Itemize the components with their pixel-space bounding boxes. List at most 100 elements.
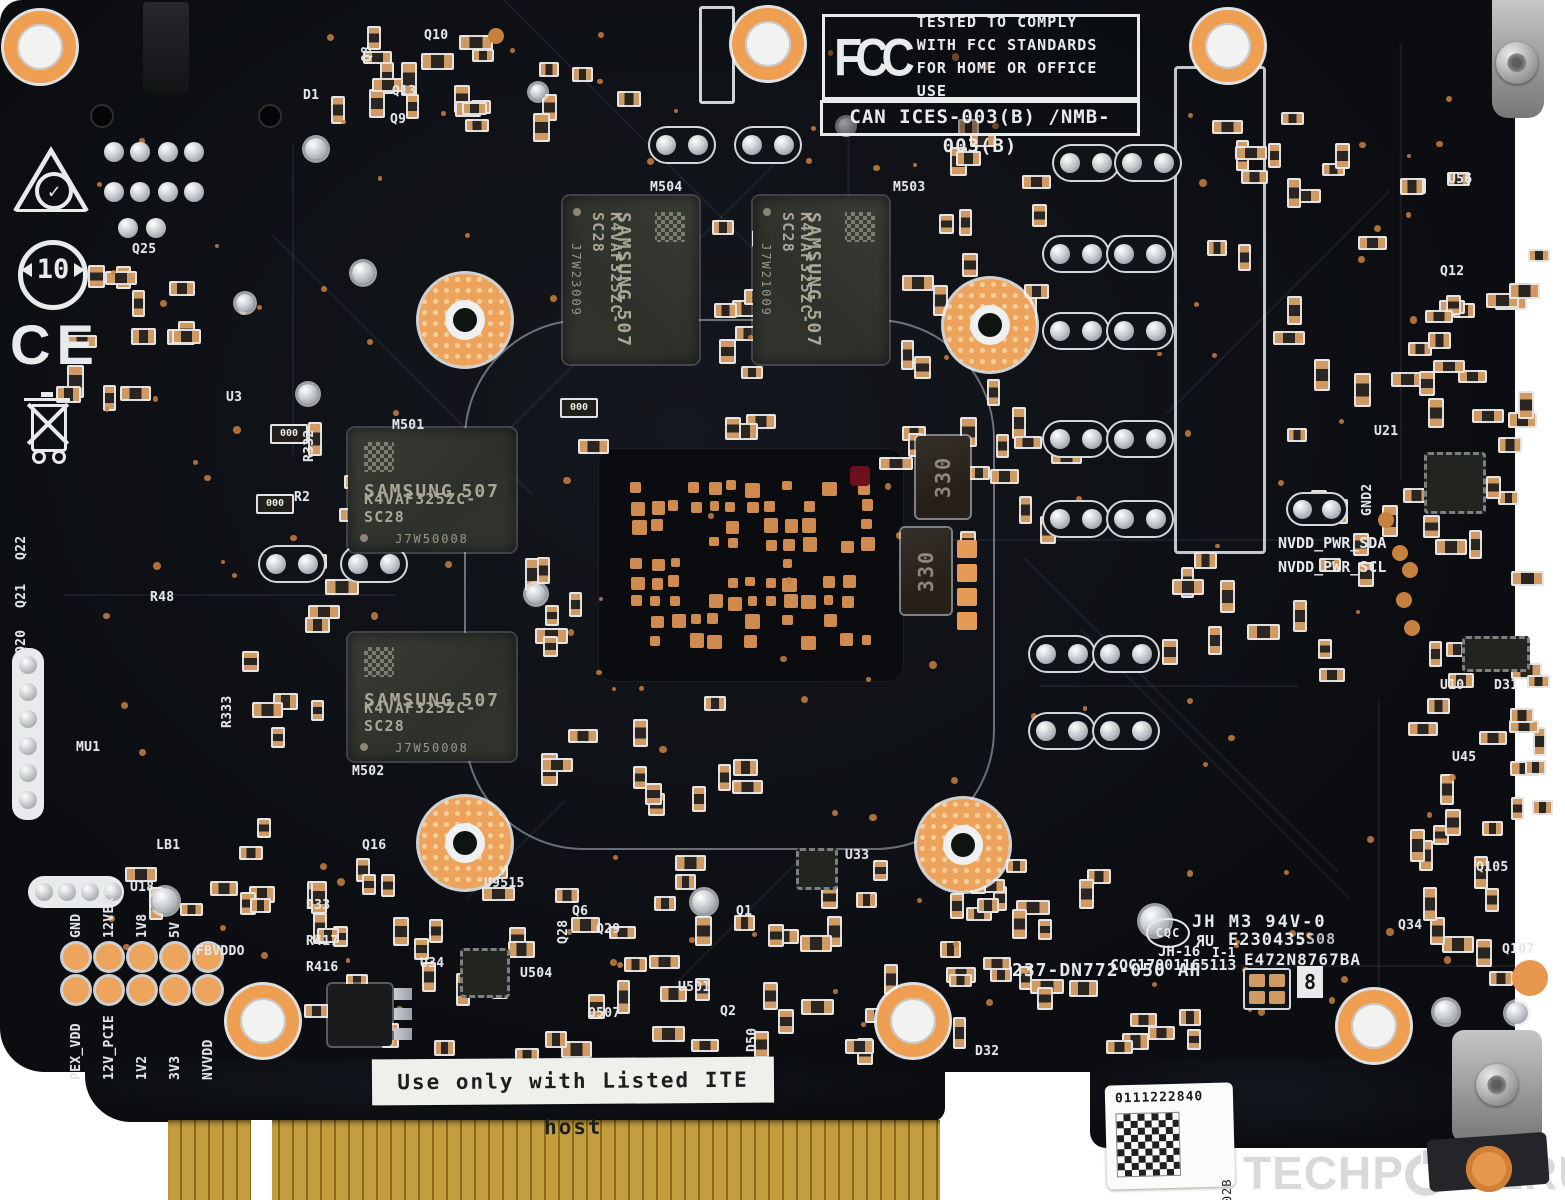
- smd-component: [959, 209, 973, 236]
- silkscreen-label-gnd2: GND2: [1360, 483, 1375, 516]
- gpu-mounting-hole: [419, 274, 511, 366]
- gpu-bga-pad: [747, 596, 758, 607]
- jh-16-label: JH-16: [1158, 944, 1201, 960]
- gpu-bga-pad: [841, 596, 854, 609]
- pad-dot: [298, 554, 318, 574]
- smd-component: [545, 604, 559, 626]
- smd-component: [616, 979, 631, 1014]
- via-dot: [152, 562, 161, 570]
- cqc-logo: CQC: [1146, 918, 1190, 948]
- via-dot: [1358, 256, 1366, 263]
- pad-grid-dot: [130, 182, 150, 202]
- smd-component: [982, 957, 1011, 971]
- smd-component: [461, 101, 488, 116]
- gpu-bga-pad: [782, 614, 794, 626]
- smd-component: [703, 696, 727, 712]
- mounting-hole-ring: [227, 985, 299, 1057]
- smd-component: [768, 924, 784, 948]
- pad-dot: [1036, 721, 1056, 741]
- smd-component: [691, 785, 707, 812]
- ices-compliance-box: CAN ICES-003(B) /NMB-003(B): [820, 100, 1140, 157]
- pad-dot: [1100, 721, 1120, 741]
- via-dot: [866, 676, 871, 682]
- gpu-bga-pad: [765, 578, 776, 589]
- smd-component: [879, 457, 913, 471]
- rail-label-3v3: 3V3: [168, 1055, 183, 1080]
- gpu-bga-pad: [709, 482, 722, 495]
- via-dot: [873, 164, 880, 172]
- via-dot: [1228, 734, 1236, 742]
- smd-component: [420, 53, 454, 71]
- dual-pad-pill: [1114, 144, 1182, 182]
- silkscreen-label-m501: M501: [392, 418, 425, 433]
- pad-dot: [1114, 321, 1134, 341]
- silkscreen-label-u21: U21: [1374, 424, 1399, 439]
- pad-dot: [380, 554, 400, 574]
- silkscreen-label-u9515: U9515: [484, 876, 525, 891]
- mounting-hole-ring: [1338, 990, 1410, 1062]
- smd-component: [654, 896, 676, 912]
- via-dot: [550, 295, 558, 302]
- via-dot: [596, 669, 602, 676]
- smd-component: [734, 914, 756, 932]
- silkscreen-label-d1: D1: [303, 88, 320, 103]
- chip-qr-code: [364, 647, 394, 677]
- via-dot: [596, 78, 603, 85]
- cap-pad: [957, 588, 977, 606]
- zero-ohm-resistor: 000: [560, 398, 598, 418]
- test-point: [63, 977, 89, 1003]
- via-dot: [1305, 931, 1313, 939]
- weee-bin-icon: [22, 392, 74, 468]
- smd-component: [1407, 722, 1438, 737]
- via-dot: [160, 299, 167, 307]
- cqc-number: CQC17001165113: [1110, 956, 1237, 974]
- via-dot: [204, 474, 211, 481]
- plated-hole: [152, 888, 178, 914]
- config-pad: [1269, 991, 1285, 1004]
- silkscreen-label-r2: R2: [294, 490, 311, 505]
- smd-component: [1069, 980, 1098, 997]
- pad-dot: [348, 554, 368, 574]
- header-pin: [19, 710, 37, 728]
- smd-component: [718, 339, 736, 365]
- pad-dot: [1322, 499, 1341, 519]
- config-pad: [1249, 991, 1265, 1004]
- pad-dot: [1068, 721, 1088, 741]
- smd-component: [633, 765, 648, 789]
- smd-component: [1498, 437, 1522, 454]
- smd-component: [741, 365, 763, 380]
- pad-dot: [1293, 499, 1312, 519]
- via-dot: [192, 459, 199, 466]
- via-dot: [1448, 773, 1456, 782]
- smd-component: [1430, 916, 1445, 946]
- silkscreen-label-r332: R332: [302, 429, 317, 462]
- smd-component: [311, 880, 328, 915]
- pad-dot: [1068, 644, 1088, 664]
- smd-component: [132, 290, 146, 317]
- gpu-bga-pad: [651, 500, 666, 515]
- smd-component: [1357, 562, 1374, 587]
- via-dot: [1378, 512, 1394, 528]
- trace-line: [292, 143, 295, 456]
- smd-component: [210, 881, 239, 896]
- smd-component: [1532, 727, 1546, 756]
- smd-component: [1193, 552, 1217, 569]
- smd-component: [1206, 240, 1228, 257]
- smd-component: [1458, 370, 1488, 384]
- cap-pad: [957, 612, 977, 630]
- gpu-bga-pad: [744, 635, 757, 648]
- gpu-bga-pad: [801, 635, 816, 651]
- smd-component: [1280, 111, 1304, 126]
- smd-component: [1497, 490, 1520, 505]
- smd-component: [1425, 309, 1453, 323]
- via-dot: [825, 597, 832, 604]
- plated-hole: [530, 84, 546, 100]
- pad-dot: [656, 135, 676, 155]
- chip-lot-code: J7W21009: [759, 243, 773, 317]
- corner-hole-pad: [1466, 1146, 1512, 1192]
- gpu-bga-pad: [690, 613, 701, 624]
- smd-component: [913, 356, 931, 379]
- via-dot: [885, 483, 892, 490]
- dual-pad-pill: [1106, 500, 1174, 538]
- red-marker-dot: [850, 466, 870, 486]
